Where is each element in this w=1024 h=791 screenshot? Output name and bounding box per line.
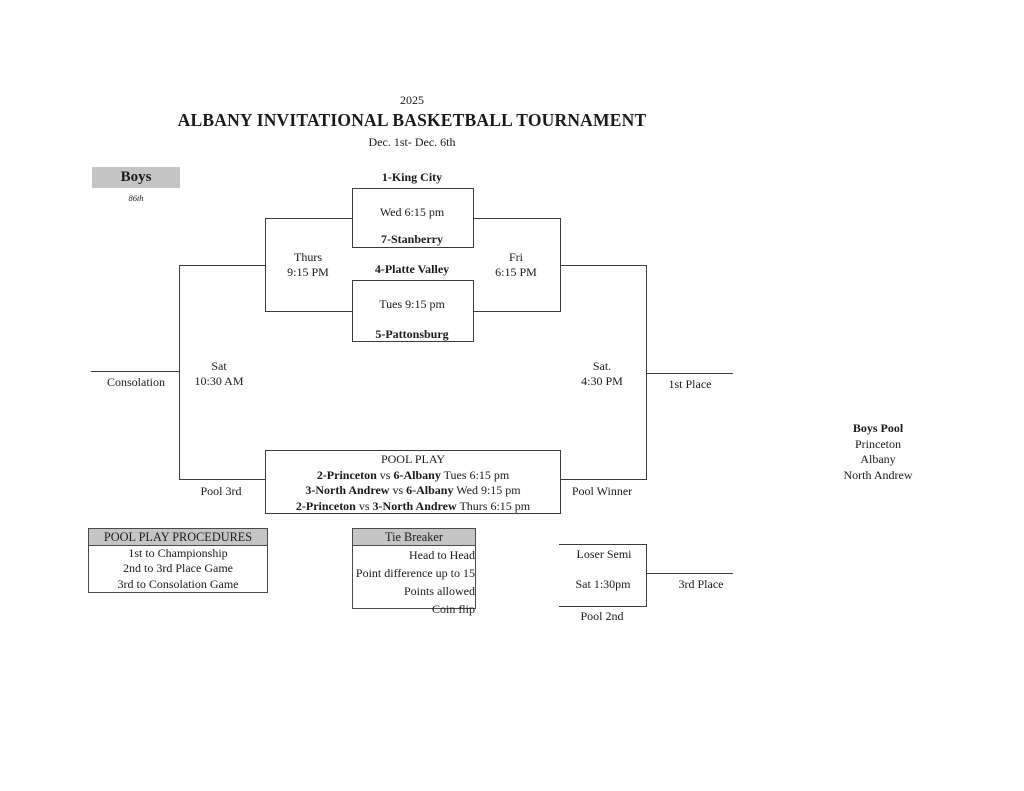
semi-right-hour: 6:15 PM	[495, 265, 537, 279]
game1-time: Wed 6:15 pm	[379, 205, 445, 219]
game2-time: Tues 9:15 pm	[379, 297, 445, 311]
third-place-line	[646, 573, 733, 574]
pool-play-title: POOL PLAY	[380, 452, 446, 466]
pool-2nd-label: Pool 2nd	[580, 609, 624, 623]
consolation-day: Sat	[211, 359, 227, 373]
consolation-time: Sat 10:30 AM	[194, 359, 243, 389]
pool-play-game-3: 2-Princeton vs 3-North Andrew Thurs 6:15…	[266, 499, 560, 515]
pool-game3-time: Thurs 6:15 pm	[459, 498, 531, 513]
boys-pool-team-2: Albany	[860, 452, 896, 466]
semi-left-hour: 9:15 PM	[287, 265, 329, 279]
pool-game1-team1: 2-Princeton	[316, 467, 377, 482]
championship-day: Sat.	[592, 359, 612, 373]
pool-game1-time: Tues 6:15 pm	[443, 467, 510, 482]
boys-pool-roster: Boys Pool Princeton Albany North Andrew	[844, 421, 913, 483]
left-outer-vertical-line	[179, 265, 180, 480]
third-place-time: Sat 1:30pm	[575, 577, 631, 591]
left-semi-vertical-line	[265, 218, 266, 312]
pool-winner-label: Pool Winner	[571, 484, 633, 498]
pool-play-procedures-box: POOL PLAY PROCEDURES 1st to Championship…	[88, 528, 268, 593]
header-year: 2025	[400, 93, 424, 107]
pool-game2-team1: 3-North Andrew	[305, 483, 390, 497]
boys-pool-title: Boys Pool	[852, 421, 904, 435]
consolation-line	[91, 371, 179, 372]
boys-pool-team-1: Princeton	[855, 436, 901, 451]
semi-right-time: Fri 6:15 PM	[495, 250, 537, 280]
pool-game2-team2: 6-Albany	[406, 483, 454, 497]
tie-breaker-rule-1: Head to Head	[409, 548, 475, 562]
procedures-rule-3: 3rd to Consolation Game	[117, 576, 239, 591]
game2-team-bottom: 5-Pattonsburg	[375, 327, 449, 341]
right-mid-line	[560, 265, 646, 266]
pool-play-box: POOL PLAY 2-Princeton vs 6-Albany Tues 6…	[265, 450, 561, 514]
pool-game3-team2: 3-North Andrew	[372, 498, 457, 513]
pool-game3-team1: 2-Princeton	[295, 498, 356, 513]
procedures-title: POOL PLAY PROCEDURES	[89, 529, 267, 546]
semi-right-day: Fri	[508, 250, 523, 264]
loser-semi-label: Loser Semi	[576, 547, 632, 561]
third-place-label: 3rd Place	[678, 577, 724, 591]
game1-left-feeder-line	[265, 218, 352, 219]
championship-hour: 4:30 PM	[581, 374, 623, 388]
division-edition: 86th	[128, 193, 144, 203]
tie-breaker-rule-3: Points allowed	[404, 584, 475, 598]
game1-team-top: 1-King City	[381, 170, 443, 184]
procedures-rule-1: 1st to Championship	[128, 546, 228, 560]
first-place-line	[646, 373, 733, 374]
semi-left-time: Thurs 9:15 PM	[287, 250, 329, 280]
game2-right-feeder-line	[473, 311, 560, 312]
pool-game1-vs: vs	[379, 467, 391, 482]
game2-left-feeder-line	[265, 311, 352, 312]
pool-3rd-label: Pool 3rd	[200, 484, 242, 498]
header-dates: Dec. 1st- Dec. 6th	[368, 135, 456, 149]
division-label: Boys	[92, 167, 180, 188]
pool-game1-team2: 6-Albany	[393, 467, 441, 482]
tie-breaker-rule-4: Coin flip	[431, 602, 475, 616]
tie-breaker-rules: Head to Head Point difference up to 15 P…	[353, 546, 475, 618]
tie-breaker-rule-2: Point difference up to 15	[355, 566, 475, 580]
game1-right-feeder-line	[473, 218, 560, 219]
game1-team-bottom: 7-Stanberry	[381, 232, 443, 246]
boys-pool-team-3: North Andrew	[843, 467, 913, 482]
left-mid-line	[179, 265, 266, 266]
pool-game3-vs: vs	[358, 498, 370, 513]
consolation-hour: 10:30 AM	[194, 374, 244, 388]
game1-box	[352, 188, 474, 248]
pool-2nd-line	[559, 606, 646, 607]
pool-winner-line	[560, 479, 646, 480]
consolation-label: Consolation	[106, 375, 166, 389]
tie-breaker-title: Tie Breaker	[353, 529, 475, 546]
semi-left-day: Thurs	[294, 250, 322, 264]
tie-breaker-box: Tie Breaker Head to Head Point differenc…	[352, 528, 476, 616]
right-outer-vertical-line	[646, 265, 647, 480]
pool-3rd-line	[179, 479, 266, 480]
pool-game2-vs: vs	[392, 483, 404, 497]
third-place-vertical-line	[646, 544, 647, 607]
game2-team-top: 4-Platte Valley	[374, 262, 450, 276]
page-title: ALBANY INVITATIONAL BASKETBALL TOURNAMEN…	[177, 110, 647, 130]
first-place-label: 1st Place	[668, 377, 712, 391]
pool-play-game-2: 3-North Andrew vs 6-Albany Wed 9:15 pm	[266, 483, 560, 499]
championship-time: Sat. 4:30 PM	[581, 359, 623, 389]
game2-box	[352, 280, 474, 342]
pool-play-game-1: 2-Princeton vs 6-Albany Tues 6:15 pm	[266, 468, 560, 484]
procedures-rule-2: 2nd to 3rd Place Game	[123, 561, 233, 576]
loser-semi-line	[559, 544, 646, 545]
pool-game2-time: Wed 9:15 pm	[456, 483, 521, 497]
